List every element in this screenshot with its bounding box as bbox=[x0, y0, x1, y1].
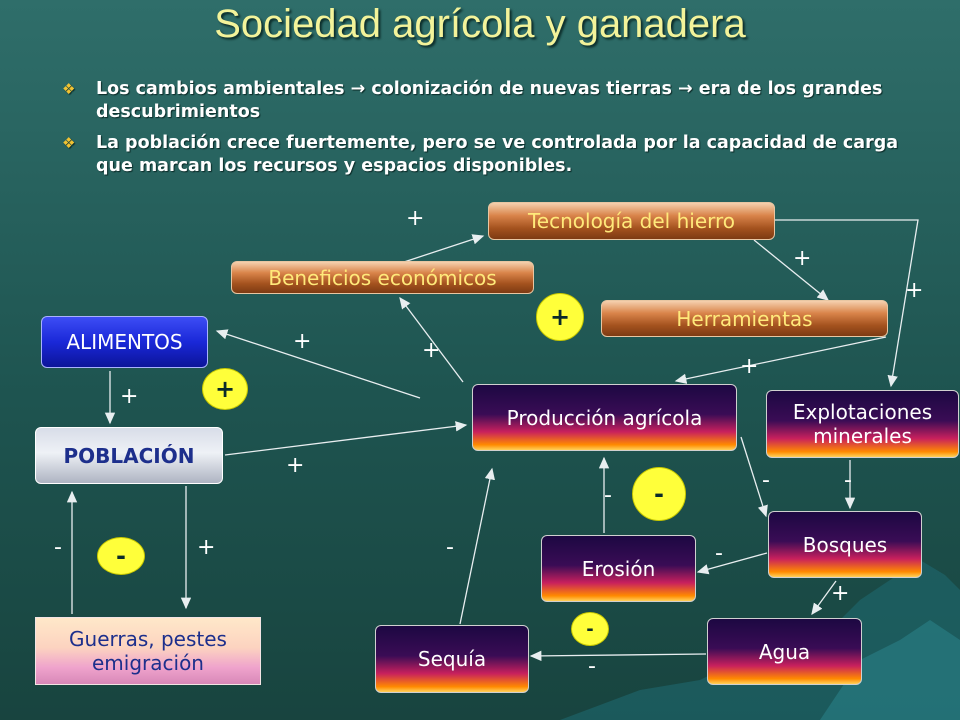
node-alimentos: ALIMENTOS bbox=[41, 316, 208, 368]
node-tecnologia-hierro: Tecnología del hierro bbox=[488, 202, 775, 240]
bullet-item: ❖ Los cambios ambientales → colonización… bbox=[62, 78, 922, 124]
loop-indicator: - bbox=[97, 537, 145, 575]
diamond-bullet-icon: ❖ bbox=[62, 80, 76, 98]
arrow bbox=[740, 436, 768, 518]
loop-indicator: + bbox=[536, 293, 584, 341]
arrow bbox=[399, 296, 464, 383]
sign-label: + bbox=[905, 278, 924, 303]
loop-indicator: - bbox=[632, 467, 686, 521]
sign-label: + bbox=[120, 384, 139, 409]
arrow bbox=[459, 467, 495, 625]
node-sequia: Sequía bbox=[375, 625, 529, 693]
bullet-item: ❖ La población crece fuertemente, pero s… bbox=[62, 132, 922, 178]
sign-label: + bbox=[406, 206, 425, 231]
sign-label: + bbox=[793, 246, 812, 271]
sign-label: + bbox=[831, 581, 850, 606]
sign-label: - bbox=[604, 483, 612, 508]
sign-label: - bbox=[844, 468, 852, 493]
arrow bbox=[753, 239, 830, 301]
arrow bbox=[529, 650, 707, 662]
bullet-list: ❖ Los cambios ambientales → colonización… bbox=[62, 78, 922, 186]
sign-label: - bbox=[715, 541, 723, 566]
sign-label: - bbox=[446, 535, 454, 560]
sign-label: + bbox=[197, 535, 216, 560]
sign-label: - bbox=[762, 468, 770, 493]
loop-indicator: - bbox=[571, 612, 609, 646]
node-agua: Agua bbox=[707, 618, 862, 685]
sign-label: - bbox=[54, 535, 62, 560]
node-herramientas: Herramientas bbox=[601, 300, 888, 337]
bullet-text: Los cambios ambientales → colonización d… bbox=[96, 79, 883, 122]
diamond-bullet-icon: ❖ bbox=[62, 134, 76, 152]
node-bosques: Bosques bbox=[768, 511, 922, 578]
loop-indicator: + bbox=[202, 368, 248, 410]
node-poblacion: POBLACIÓN bbox=[35, 427, 223, 484]
arrow bbox=[224, 421, 468, 456]
sign-label: + bbox=[293, 329, 312, 354]
arrow bbox=[215, 329, 421, 399]
sign-label: - bbox=[588, 654, 596, 679]
node-erosion: Erosión bbox=[541, 535, 696, 602]
arrow bbox=[403, 234, 485, 263]
node-guerras: Guerras, pestes emigración bbox=[35, 617, 261, 685]
node-explotaciones-minerales: Explotaciones minerales bbox=[766, 390, 959, 458]
page-title: Sociedad agrícola y ganadera bbox=[214, 2, 746, 46]
sign-label: + bbox=[422, 338, 441, 363]
bullet-text: La población crece fuertemente, pero se … bbox=[96, 133, 899, 176]
arrow bbox=[674, 336, 887, 384]
arrow bbox=[696, 552, 768, 575]
node-produccion-agricola: Producción agrícola bbox=[472, 384, 737, 451]
arrow bbox=[775, 219, 919, 388]
sign-label: + bbox=[286, 453, 305, 478]
arrow bbox=[811, 580, 837, 616]
sign-label: + bbox=[740, 354, 759, 379]
node-beneficios-economicos: Beneficios económicos bbox=[231, 261, 534, 294]
